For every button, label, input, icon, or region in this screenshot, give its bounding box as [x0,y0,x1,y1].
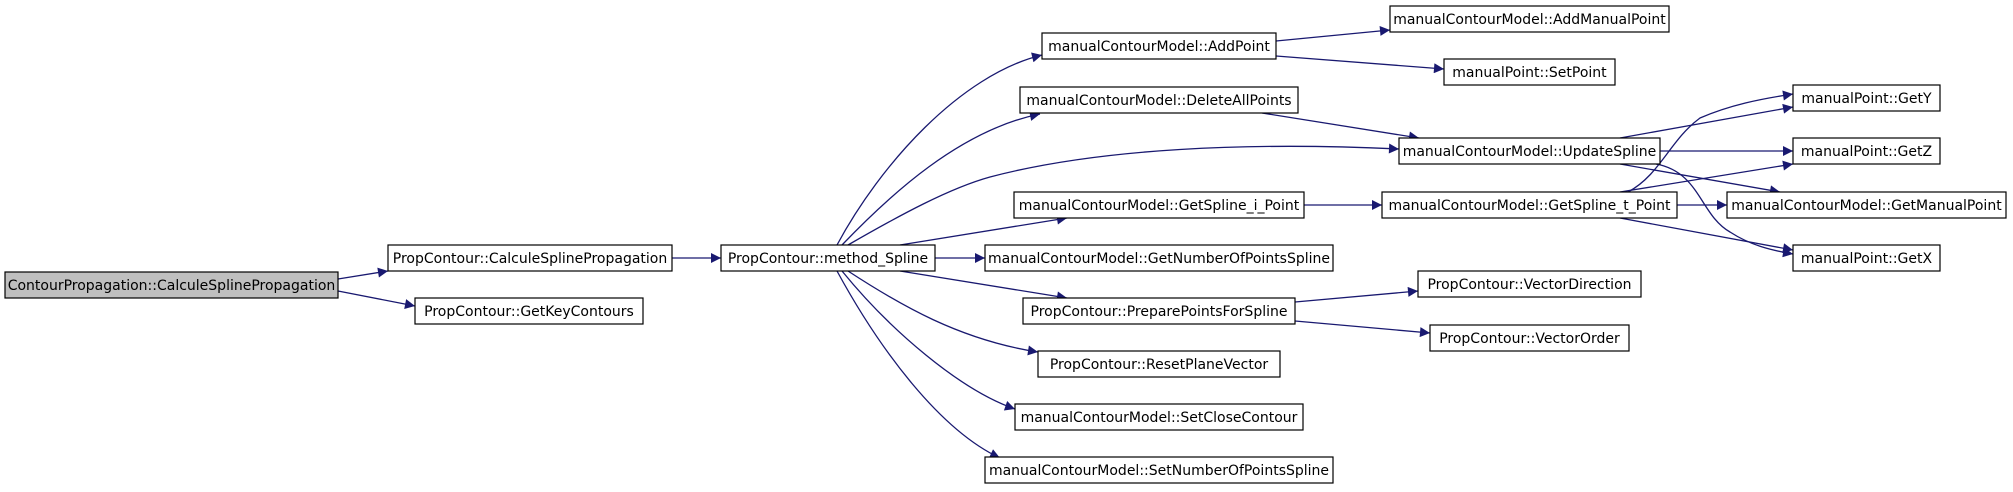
node-get-z[interactable]: manualPoint::GetZ [1792,137,1941,165]
node-get-x[interactable]: manualPoint::GetX [1792,244,1941,272]
node-label: PropContour::CalculeSplinePropagation [393,251,668,267]
edge-prepare-points-for-spline-to-vector-order [1294,320,1431,338]
edge-method-spline-to-set-number-of-points-spline [836,270,1001,459]
edge-add-point-to-add-manual-point [1275,25,1391,42]
edge-root-to-get-key-contours [337,290,416,309]
edge-update-spline-to-get-x [1655,163,1794,258]
node-label: PropContour::method_Spline [728,251,928,267]
node-label: PropContour::GetKeyContours [424,304,634,320]
node-add-point[interactable]: manualContourModel::AddPoint [1041,32,1277,60]
edge-get-spline-t-point-to-get-y [1627,90,1794,193]
node-add-manual-point[interactable]: manualContourModel::AddManualPoint [1389,5,1670,33]
node-label: manualContourModel::GetManualPoint [1731,198,2002,214]
node-delete-all-points[interactable]: manualContourModel::DeleteAllPoints [1019,86,1299,114]
node-get-y[interactable]: manualPoint::GetY [1792,84,1941,112]
edge-get-spline-t-point-to-get-z [1619,160,1794,193]
node-set-point[interactable]: manualPoint::SetPoint [1443,58,1616,86]
node-vector-order[interactable]: PropContour::VectorOrder [1429,324,1630,352]
edge-method-spline-to-reset-plane-vector [847,270,1039,356]
node-set-number-of-points-spline[interactable]: manualContourModel::SetNumberOfPointsSpl… [984,456,1334,484]
node-method-spline[interactable]: PropContour::method_Spline [720,244,936,272]
node-label: PropContour::PreparePointsForSpline [1031,304,1288,320]
edge-method-spline-to-prepare-points-for-spline [899,270,1068,302]
node-label: manualPoint::SetPoint [1452,65,1607,81]
node-label: manualContourModel::GetSpline_t_Point [1388,198,1671,214]
node-label: ContourPropagation::CalculeSplinePropaga… [8,278,336,294]
node-get-spline-i-point[interactable]: manualContourModel::GetSpline_i_Point [1013,191,1305,219]
node-label: manualPoint::GetX [1801,251,1933,267]
edge-method-spline-to-delete-all-points [841,111,1041,246]
edge-delete-all-points-to-update-spline [1261,112,1420,142]
edge-method-spline-to-update-spline [847,143,1400,246]
node-label: manualContourModel::AddPoint [1048,39,1270,55]
node-label: manualPoint::GetY [1801,91,1932,107]
node-label: manualContourModel::DeleteAllPoints [1026,93,1291,109]
edge-method-spline-to-set-close-contour [841,270,1016,411]
node-get-spline-t-point[interactable]: manualContourModel::GetSpline_t_Point [1381,191,1678,219]
node-vector-direction[interactable]: PropContour::VectorDirection [1417,270,1642,298]
node-get-key-contours[interactable]: PropContour::GetKeyContours [414,297,644,325]
node-set-close-contour[interactable]: manualContourModel::SetCloseContour [1014,403,1304,431]
node-label: PropContour::VectorDirection [1427,277,1631,293]
node-get-number-of-points-spline[interactable]: manualContourModel::GetNumberOfPointsSpl… [984,244,1334,272]
node-label: manualContourModel::GetSpline_i_Point [1019,198,1300,214]
edge-update-spline-to-get-y [1619,103,1794,139]
node-prepare-points-for-spline[interactable]: PropContour::PreparePointsForSpline [1022,297,1296,325]
edge-prepare-points-for-spline-to-vector-direction [1294,286,1419,303]
node-label: manualContourModel::SetCloseContour [1021,410,1298,426]
node-reset-plane-vector[interactable]: PropContour::ResetPlaneVector [1037,350,1281,378]
edge-update-spline-to-get-manual-point [1619,163,1781,196]
node-label: PropContour::VectorOrder [1439,331,1620,347]
node-get-manual-point[interactable]: manualContourModel::GetManualPoint [1726,191,2007,219]
edge-get-spline-t-point-to-get-x [1619,217,1794,254]
edge-method-spline-to-get-spline-i-point [899,214,1068,246]
node-update-spline[interactable]: manualContourModel::UpdateSpline [1398,137,1661,165]
node-label: manualContourModel::GetNumberOfPointsSpl… [988,251,1330,267]
node-label: manualContourModel::UpdateSpline [1403,144,1657,160]
node-label: manualContourModel::AddManualPoint [1393,12,1666,28]
edge-root-to-calcule-spline-propagation [337,267,389,280]
edge-method-spline-to-add-point [836,52,1043,246]
node-label: PropContour::ResetPlaneVector [1050,357,1269,373]
edge-add-point-to-set-point [1275,55,1445,74]
node-root[interactable]: ContourPropagation::CalculeSplinePropaga… [4,271,339,299]
node-label: manualContourModel::SetNumberOfPointsSpl… [989,463,1329,479]
node-calcule-spline-propagation[interactable]: PropContour::CalculeSplinePropagation [387,244,673,272]
edges [337,25,1794,459]
node-label: manualPoint::GetZ [1801,144,1932,160]
